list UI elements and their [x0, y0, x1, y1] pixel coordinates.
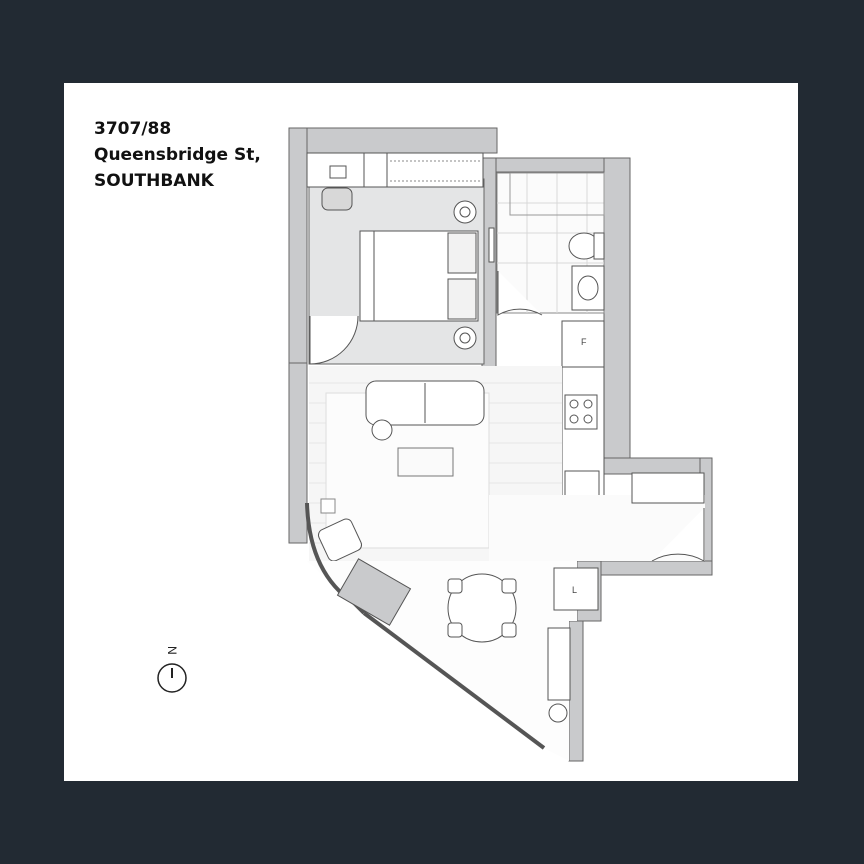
bed-icon [359, 230, 479, 322]
dining-table-icon [447, 573, 517, 643]
coffee-table [397, 447, 454, 477]
kitchen-sink-icon [564, 470, 600, 498]
north-compass-icon [157, 663, 187, 693]
fridge [561, 320, 605, 368]
shower-tray [509, 172, 605, 216]
bedroom-door [309, 315, 359, 365]
floor-plan-drawing: F [157, 127, 713, 762]
unit-number: 3707/88 [94, 119, 172, 139]
compass-north-label: N [165, 646, 179, 655]
floor-plan-sheet: 3707/88 Queensbridge St, SOUTHBANK [64, 83, 798, 781]
armchair-icon [317, 518, 363, 562]
exterior-walls [288, 127, 713, 762]
balcony-window [336, 558, 412, 626]
sofa-icon [365, 380, 485, 441]
laundry [553, 567, 599, 611]
suburb-name: SOUTHBANK [94, 171, 214, 191]
property-address: 3707/88 Queensbridge St, SOUTHBANK [94, 116, 261, 194]
plant-icon [548, 703, 568, 723]
cooktop-icon [564, 394, 598, 430]
fridge-label: F [581, 337, 587, 347]
street-name: Queensbridge St, [94, 145, 261, 165]
linen-cupboard [631, 472, 705, 504]
bathroom-door [497, 271, 543, 316]
entry-door [651, 508, 705, 562]
lamp-icon [453, 200, 477, 350]
storage-bench [547, 627, 571, 701]
laundry-label: L [572, 585, 577, 595]
desk-chair-icon [321, 187, 353, 211]
